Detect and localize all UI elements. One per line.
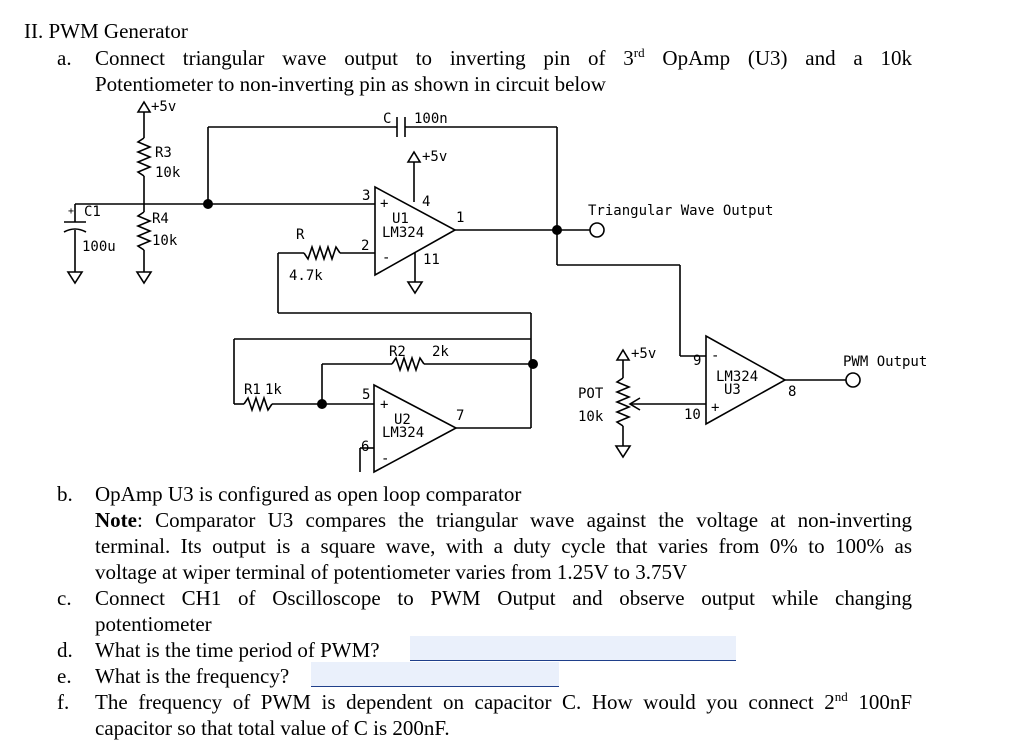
section-heading: II. PWM Generator <box>24 19 188 43</box>
item-a-line2: Potentiometer to non-inverting pin as sh… <box>95 72 606 96</box>
u1-vcc-label: +5v <box>422 149 447 165</box>
item-c-marker: c. <box>57 586 72 610</box>
svg-text:1: 1 <box>456 210 464 226</box>
svg-text:6: 6 <box>361 439 369 455</box>
u1-label: U1 <box>392 211 409 227</box>
svg-text:+: + <box>380 397 388 413</box>
r4-label: R4 <box>152 211 169 227</box>
ground-u1 <box>406 281 424 295</box>
answer-field-frequency[interactable] <box>311 662 559 687</box>
u3-part: LM324 <box>716 369 758 385</box>
r1-label: R1 <box>244 382 261 398</box>
svg-text:4: 4 <box>422 194 430 210</box>
u2-opamp <box>373 383 458 474</box>
pwm-output-terminal <box>845 372 861 388</box>
pwm-circuit-diagram: +5v R3 10k R4 10k C1 + 100u C 100n + - U… <box>63 99 927 474</box>
item-e-marker: e. <box>57 664 72 688</box>
triangular-output-terminal <box>589 222 605 238</box>
pot-resistor <box>614 377 632 427</box>
r3-label: R3 <box>155 145 172 161</box>
svg-text:2: 2 <box>361 238 369 254</box>
svg-text:+: + <box>711 400 719 416</box>
r4-value: 10k <box>152 233 178 249</box>
svg-text:+: + <box>380 196 388 212</box>
c1-label: C1 <box>84 204 101 220</box>
item-c-line1: Connect CH1 of Oscilloscope to PWM Outpu… <box>95 586 912 610</box>
c-label: C <box>383 111 391 127</box>
c1-value: 100u <box>82 239 116 255</box>
svg-text:11: 11 <box>423 252 440 268</box>
svg-text:-: - <box>711 348 719 364</box>
item-a-line1: Connect triangular wave output to invert… <box>95 45 912 70</box>
ground-pot <box>614 445 632 459</box>
svg-text:9: 9 <box>693 353 701 369</box>
item-b-marker: b. <box>57 482 73 506</box>
r2-resistor <box>391 355 425 373</box>
item-d-text: What is the time period of PWM? <box>95 638 380 662</box>
svg-text:8: 8 <box>788 384 796 400</box>
item-e-text: What is the frequency? <box>95 664 290 688</box>
note-line2: terminal. Its output is a square wave, w… <box>95 534 912 558</box>
u2-label: U2 <box>394 412 411 428</box>
r-label: R <box>296 227 305 243</box>
note-line1: Note: Comparator U3 compares the triangu… <box>95 508 912 532</box>
ground-r4 <box>135 271 153 285</box>
svg-text:10: 10 <box>684 407 701 423</box>
r4-resistor <box>135 211 153 251</box>
item-a-marker: a. <box>57 46 72 70</box>
ground-c1 <box>66 271 84 285</box>
r-resistor <box>303 244 341 262</box>
svg-text:+: + <box>68 206 74 217</box>
pot-vcc-label: +5v <box>631 346 656 362</box>
vcc-top-label: +5v <box>151 99 176 115</box>
triangular-output-label: Triangular Wave Output <box>588 203 773 219</box>
r3-value: 10k <box>155 165 181 181</box>
u3-opamp <box>705 334 787 426</box>
note-line3: voltage at wiper terminal of potentiomet… <box>95 560 688 584</box>
pwm-output-label: PWM Output <box>843 354 927 370</box>
item-f-marker: f. <box>57 690 70 714</box>
item-f-line1: The frequency of PWM is dependent on cap… <box>95 689 912 714</box>
r2-value: 2k <box>432 344 449 360</box>
r-value: 4.7k <box>289 268 323 284</box>
u1-part: LM324 <box>382 225 424 241</box>
r1-value: 1k <box>265 382 282 398</box>
svg-text:3: 3 <box>362 188 370 204</box>
u3-label: U3 <box>724 382 741 398</box>
svg-text:-: - <box>382 250 390 266</box>
r2-label: R2 <box>389 344 406 360</box>
item-d-marker: d. <box>57 638 73 662</box>
item-b-text: OpAmp U3 is configured as open loop comp… <box>95 482 522 506</box>
svg-text:-: - <box>381 451 389 467</box>
item-f-line2: capacitor so that total value of C is 20… <box>95 716 450 740</box>
c-value: 100n <box>414 111 448 127</box>
u2-part: LM324 <box>382 425 424 441</box>
svg-text:7: 7 <box>456 408 464 424</box>
r1-resistor <box>243 395 273 413</box>
answer-field-period[interactable] <box>410 636 736 661</box>
item-c-line2: potentiometer <box>95 612 212 636</box>
pot-label: POT <box>578 386 604 402</box>
r3-resistor <box>135 137 153 177</box>
pot-value: 10k <box>578 409 604 425</box>
svg-text:5: 5 <box>362 387 370 403</box>
